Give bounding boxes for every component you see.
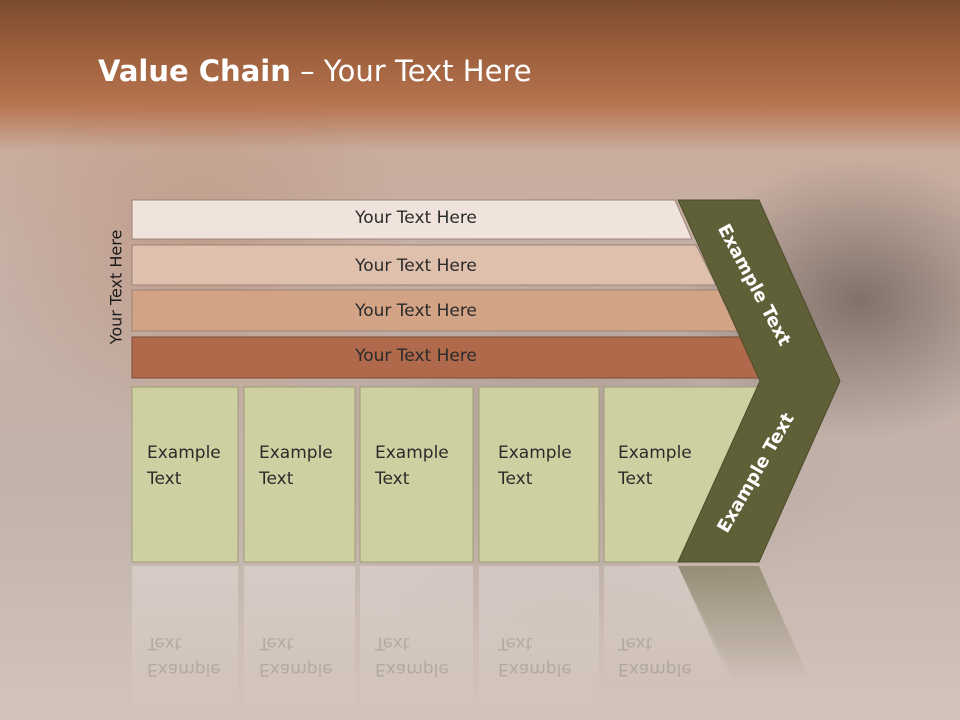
column-3-reflection-line2: Text xyxy=(375,633,410,653)
column-4-text-reflection: Example Text xyxy=(498,630,572,682)
column-1-text-reflection: Example Text xyxy=(147,630,221,682)
column-4-reflection xyxy=(479,566,599,716)
column-1-reflection xyxy=(132,566,238,716)
bar-3-label: Your Text Here xyxy=(355,301,477,321)
slide-title: Value Chain – Your Text Here xyxy=(98,54,532,88)
column-3-reflection-line1: Example xyxy=(375,659,449,679)
chevron-reflection xyxy=(678,566,810,680)
title-rest: – Your Text Here xyxy=(290,54,532,88)
column-3-text-reflection: Example Text xyxy=(375,630,449,682)
title-bold: Value Chain xyxy=(98,54,291,88)
column-2-line1: Example xyxy=(259,443,333,463)
bar-1-label: Your Text Here xyxy=(355,208,477,228)
title-band xyxy=(0,0,960,150)
column-2-reflection-line2: Text xyxy=(259,633,294,653)
column-1-reflection-line2: Text xyxy=(147,633,182,653)
column-5-reflection-line2: Text xyxy=(618,633,653,653)
column-1-line2: Text xyxy=(147,469,182,489)
column-3-reflection xyxy=(360,566,473,716)
column-4-reflection-line1: Example xyxy=(498,659,572,679)
column-2-line2: Text xyxy=(259,469,294,489)
column-4 xyxy=(478,386,600,563)
column-3-line2: Text xyxy=(375,469,410,489)
column-3 xyxy=(359,386,474,563)
column-1-reflection-line1: Example xyxy=(147,659,221,679)
bar-2-label: Your Text Here xyxy=(355,256,477,276)
chevron-arrow xyxy=(677,199,841,563)
column-5-text-reflection: Example Text xyxy=(618,630,692,682)
column-3-line1: Example xyxy=(375,443,449,463)
bar-4-label: Your Text Here xyxy=(355,346,477,366)
column-4-line1: Example xyxy=(498,443,572,463)
column-2-reflection xyxy=(244,566,355,716)
column-5-reflection xyxy=(604,566,740,690)
column-5-line1: Example xyxy=(618,443,692,463)
column-1 xyxy=(131,386,239,563)
bar-1 xyxy=(131,199,693,240)
column-2-text-reflection: Example Text xyxy=(259,630,333,682)
column-5-line2: Text xyxy=(618,469,653,489)
column-2-reflection-line1: Example xyxy=(259,659,333,679)
column-4-line2: Text xyxy=(498,469,533,489)
column-2 xyxy=(243,386,356,563)
column-5-reflection-line1: Example xyxy=(618,659,692,679)
column-4-reflection-line2: Text xyxy=(498,633,533,653)
column-1-line1: Example xyxy=(147,443,221,463)
